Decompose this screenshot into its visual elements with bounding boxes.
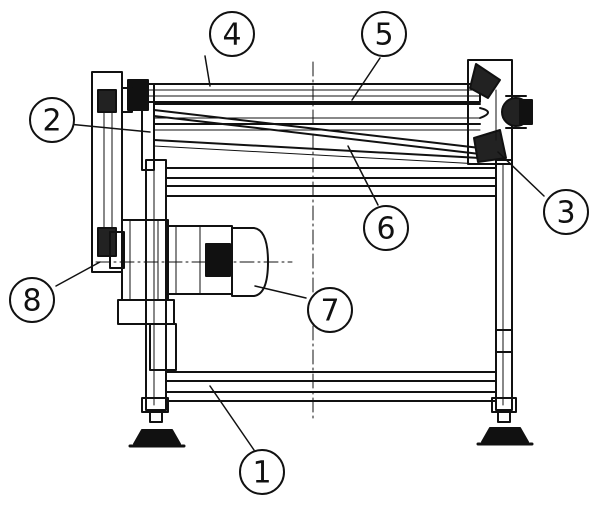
chain-guard [91,71,123,273]
callout-label-4: 4 [222,18,241,53]
callout-6: 6 [363,205,409,251]
callout-label-2: 2 [42,104,61,139]
frame-top-beam [165,167,497,179]
motor [167,225,269,297]
callout-label-5: 5 [374,18,393,53]
callouts: 1 2 3 4 5 6 7 8 [9,11,589,495]
callout-8: 8 [9,277,55,323]
centerlines [95,61,314,421]
callout-label-7: 7 [320,294,339,329]
chain-drive [91,71,133,273]
callout-7: 7 [307,287,353,333]
right-end-assembly [467,59,533,165]
drum-roller [153,103,481,131]
frame [128,159,534,448]
right-leg-bracket [495,329,513,353]
frame-lower-beam [165,371,497,382]
callout-1: 1 [239,449,285,495]
callout-label-1: 1 [252,456,271,491]
frame-bottom-beam [165,391,497,402]
callout-5: 5 [361,11,407,57]
frame-upper-beam [165,185,497,197]
callout-label-8: 8 [22,284,41,319]
reducer-mount [117,299,175,325]
frame-right-leg [495,159,513,411]
left-foot [128,409,186,448]
callout-label-6: 6 [376,212,395,247]
callout-3: 3 [543,189,589,235]
inclined-shaft [153,109,481,165]
gear-reducer [109,219,177,371]
frame-left-leg [145,159,167,411]
callout-4: 4 [209,11,255,57]
right-foot [476,409,534,446]
housing-top-rail [127,83,481,103]
callout-label-3: 3 [556,196,575,231]
leader-lines [55,55,545,451]
callout-2: 2 [29,97,75,143]
